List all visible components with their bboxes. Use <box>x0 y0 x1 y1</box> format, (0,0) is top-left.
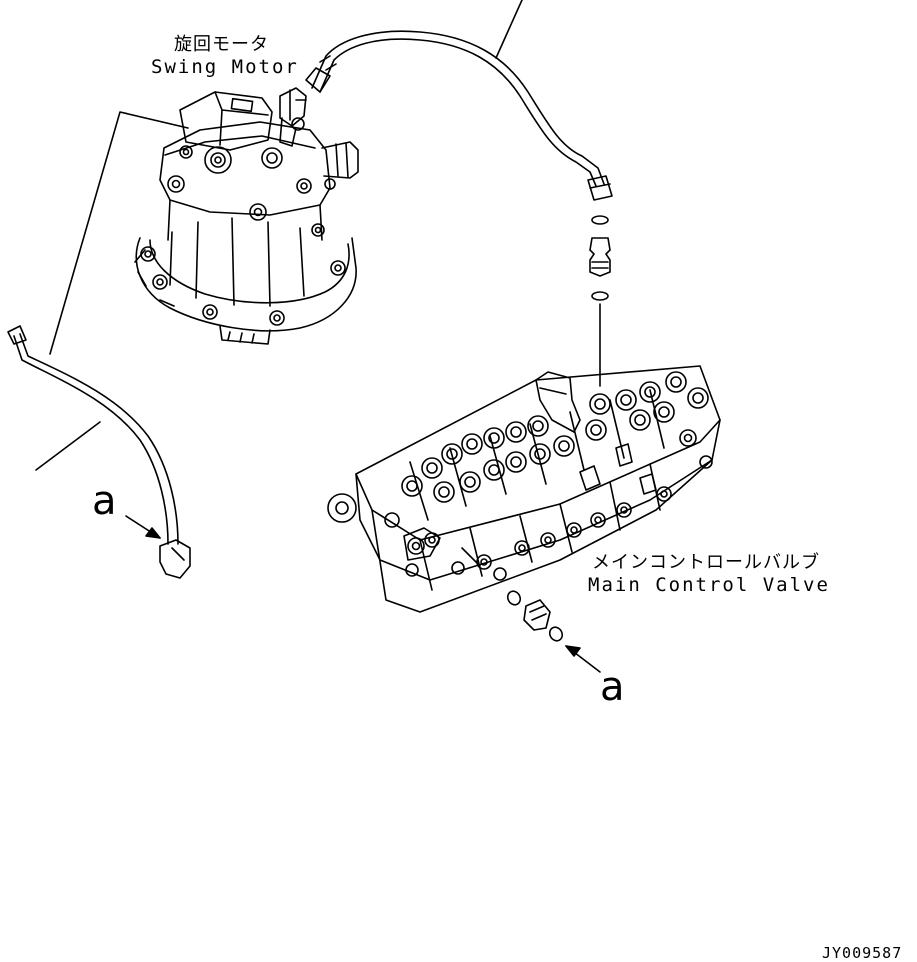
main-control-valve-label-jp: メインコントロールバルブ <box>592 552 820 573</box>
upper-adapter-set <box>590 216 610 386</box>
left-hose <box>8 326 190 578</box>
main-control-valve-leader <box>462 548 480 566</box>
main-control-valve <box>328 366 720 612</box>
ref-a-left-label: a <box>92 478 117 524</box>
drawing-code: JY009587 <box>822 944 903 962</box>
upper-hose <box>306 31 612 200</box>
swing-motor <box>135 88 358 344</box>
swing-motor-label-en: Swing Motor <box>151 56 299 78</box>
ref-a-right-label: a <box>600 664 625 710</box>
upper-hose-leader <box>496 0 522 58</box>
ref-a-left-arrow <box>126 516 160 538</box>
hose-leader-lines <box>36 112 188 470</box>
swing-motor-label-jp: 旋回モータ <box>174 34 269 55</box>
main-control-valve-label-en: Main Control Valve <box>588 574 830 596</box>
lower-adapter-set <box>505 589 564 643</box>
ref-a-right-arrow <box>566 646 600 672</box>
